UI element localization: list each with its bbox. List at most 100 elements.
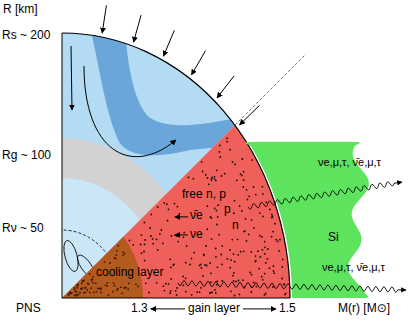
- particle-dot: [125, 287, 127, 289]
- particle-dot: [143, 251, 145, 253]
- particle-dot: [254, 261, 256, 263]
- neutrino-label: νe,μ,τ, ν̄e,μ,τ: [322, 261, 385, 274]
- particle-dot: [114, 285, 116, 287]
- particle-dot: [272, 231, 274, 233]
- particle-dot: [257, 250, 259, 252]
- particle-dot: [205, 245, 207, 247]
- particle-dot: [219, 156, 221, 158]
- particle-dot: [265, 201, 267, 203]
- particle-dot: [82, 280, 84, 282]
- particle-dot: [183, 236, 185, 238]
- particle-dot: [75, 290, 77, 292]
- particle-dot: [219, 145, 221, 147]
- particle-dot: [265, 262, 267, 264]
- particle-dot: [87, 282, 89, 284]
- axis-label: M(r) [M⊙]: [338, 302, 390, 316]
- particle-dot: [216, 280, 218, 282]
- particle-dot: [275, 239, 277, 241]
- particle-dot: [83, 279, 85, 281]
- particle-dot: [227, 258, 229, 260]
- radius-label: Rν ~ 50: [2, 222, 44, 236]
- particle-dot: [149, 227, 151, 229]
- particle-dot: [203, 254, 205, 256]
- particle-dot: [267, 248, 269, 250]
- particle-dot: [235, 281, 237, 283]
- particle-label: n: [232, 219, 239, 233]
- particle-dot: [264, 294, 266, 296]
- particle-dot: [210, 281, 212, 283]
- particle-dot: [192, 178, 194, 180]
- particle-dot: [238, 280, 240, 282]
- particle-dot: [163, 285, 165, 287]
- particle-dot: [90, 287, 92, 289]
- particle-dot: [262, 216, 264, 218]
- particle-dot: [221, 175, 223, 177]
- particle-dot: [265, 293, 267, 295]
- particle-dot: [255, 255, 257, 257]
- particle-dot: [271, 214, 273, 216]
- particle-dot: [109, 262, 111, 264]
- axis-label: R [km]: [3, 3, 38, 17]
- particle-dot: [248, 234, 250, 236]
- cooling-layer-region: [62, 204, 143, 298]
- particle-dot: [88, 283, 90, 285]
- particle-dot: [234, 200, 236, 202]
- particle-dot: [188, 177, 190, 179]
- particle-dot: [234, 164, 236, 166]
- particle-dot: [230, 259, 232, 261]
- particle-dot: [233, 212, 235, 214]
- neutrino-arrow: [178, 281, 406, 293]
- infall-arrow: [163, 30, 174, 56]
- particle-dot: [250, 286, 252, 288]
- particle-dot: [232, 275, 234, 277]
- particle-dot: [262, 193, 264, 195]
- particle-dot: [221, 245, 223, 247]
- particle-dot: [115, 257, 117, 259]
- particle-dot: [215, 256, 217, 258]
- convective-plume: [92, 30, 236, 155]
- particle-dot: [243, 179, 245, 181]
- particle-dot: [159, 233, 161, 235]
- particle-dot: [79, 292, 81, 294]
- particle-dot: [81, 282, 83, 284]
- particle-dot: [117, 245, 119, 247]
- particle-dot: [284, 294, 286, 296]
- particle-arrow: [175, 234, 188, 235]
- particle-dot: [135, 283, 137, 285]
- particle-dot: [262, 279, 264, 281]
- particle-dot: [145, 282, 147, 284]
- particle-dot: [269, 209, 271, 211]
- shock-front: [62, 33, 290, 298]
- particle-dot: [162, 243, 164, 245]
- particle-dot: [156, 282, 158, 284]
- particle-dot: [277, 241, 279, 243]
- particle-dot: [210, 272, 212, 274]
- particle-dot: [71, 292, 73, 294]
- particle-dot: [175, 290, 177, 292]
- particle-dot: [218, 234, 220, 236]
- shocked-region: [61, 30, 290, 298]
- particle-dot: [77, 285, 79, 287]
- particle-dot: [176, 294, 178, 296]
- particle-dot: [96, 291, 98, 293]
- particle-dot: [232, 161, 234, 163]
- particle-dot: [281, 278, 283, 280]
- particle-dot: [244, 287, 246, 289]
- radius-label: Rg ~ 100: [2, 149, 51, 163]
- particle-dot: [193, 252, 195, 254]
- particle-dot: [215, 248, 217, 250]
- particle-dot: [216, 224, 218, 226]
- particle-dot: [74, 287, 76, 289]
- particle-dot: [214, 176, 216, 178]
- particle-dot: [113, 282, 115, 284]
- particle-dot: [219, 151, 221, 153]
- particle-dot: [282, 259, 284, 261]
- particle-dot: [269, 267, 271, 269]
- particle-dot: [91, 279, 93, 281]
- particle-dot: [106, 282, 108, 284]
- particle-dot: [69, 291, 71, 293]
- particle-dot: [204, 264, 206, 266]
- particle-dot: [170, 278, 172, 280]
- particle-dot: [157, 206, 159, 208]
